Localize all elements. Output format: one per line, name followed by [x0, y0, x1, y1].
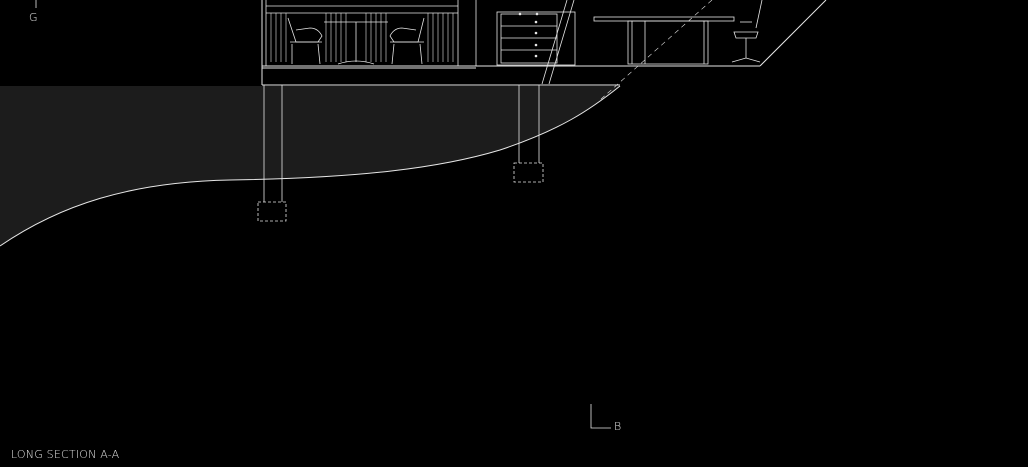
grid-label-g: G	[29, 11, 38, 24]
office-chair	[731, 0, 763, 63]
study-room	[475, 0, 827, 101]
dining-room	[265, 0, 459, 66]
dining-table	[324, 21, 388, 65]
column-right	[513, 85, 544, 183]
footing-right	[513, 162, 544, 183]
footing-left	[257, 201, 287, 222]
ground-profile-line	[0, 85, 621, 247]
grid-marker-b-bracket	[590, 404, 611, 429]
slatted-wall	[270, 13, 454, 62]
sloped-wall	[759, 0, 827, 67]
grid-label-b: B	[614, 420, 622, 433]
dining-chair-left	[287, 17, 323, 65]
ladder	[541, 0, 575, 85]
floor-slab	[261, 0, 760, 86]
column-left	[257, 85, 287, 222]
drawer-cabinet	[496, 11, 576, 66]
drawing-title: LONG SECTION A-A	[11, 448, 120, 461]
desk	[593, 16, 735, 65]
hidden-roof-line	[599, 0, 713, 101]
ground-mass	[0, 86, 620, 246]
dining-chair-right	[389, 17, 425, 65]
